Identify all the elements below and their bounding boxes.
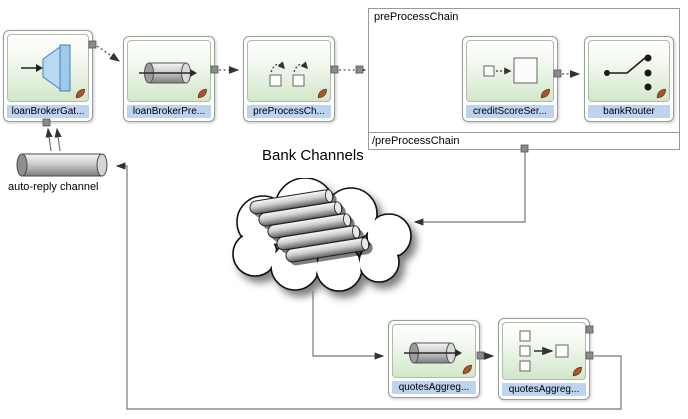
spring-leaf-icon	[197, 88, 207, 99]
node-label: bankRouter	[588, 105, 670, 118]
node-label: quotesAggreg...	[392, 381, 476, 394]
connector-gateway-to-pre-channel	[96, 45, 121, 62]
chain-header-label: preProcessChain	[374, 11, 459, 23]
node-quotes-aggregator[interactable]: quotesAggreg...	[498, 318, 590, 400]
node-pre-process-channel[interactable]: preProcessCh...	[243, 36, 335, 122]
bank-channels-cloud	[232, 178, 412, 292]
connector-chain-to-cloud	[413, 151, 526, 226]
aggregator-icon	[502, 322, 586, 380]
auto-reply-channel-cylinder[interactable]	[12, 150, 112, 180]
gateway-icon	[7, 34, 89, 102]
node-loan-broker-pre-channel[interactable]: loanBrokerPre...	[123, 36, 215, 122]
spring-leaf-icon	[317, 88, 327, 99]
service-activator-icon	[466, 40, 554, 102]
node-quotes-aggreg-channel[interactable]: quotesAggreg...	[388, 320, 480, 398]
connector-cloud-to-quotes-channel	[312, 291, 385, 360]
node-label: quotesAggreg...	[502, 383, 586, 396]
spring-leaf-icon	[75, 88, 85, 99]
router-icon	[588, 40, 670, 102]
node-label: creditScoreSer...	[466, 105, 554, 118]
spring-leaf-icon	[656, 88, 666, 99]
channel-icon	[392, 324, 476, 378]
node-bank-router[interactable]: bankRouter	[584, 36, 674, 122]
node-label: loanBrokerGat...	[7, 105, 89, 118]
spring-leaf-icon	[462, 364, 472, 375]
chain-icon	[247, 40, 331, 102]
cloud-title: Bank Channels	[262, 147, 364, 164]
chain-footer-label: /preProcessChain	[369, 132, 679, 149]
node-credit-score-service[interactable]: creditScoreSer...	[462, 36, 558, 122]
connector-auto-reply-to-gateway-1	[45, 127, 53, 152]
spring-leaf-icon	[572, 366, 582, 377]
spring-leaf-icon	[540, 88, 550, 99]
node-label: loanBrokerPre...	[127, 105, 211, 118]
channel-icon	[127, 40, 211, 102]
node-loan-broker-gateway[interactable]: loanBrokerGat...	[3, 30, 93, 122]
auto-reply-channel-label: auto-reply channel	[8, 181, 99, 193]
node-label: preProcessCh...	[247, 105, 331, 118]
connector-auto-reply-to-gateway-2	[54, 127, 62, 152]
